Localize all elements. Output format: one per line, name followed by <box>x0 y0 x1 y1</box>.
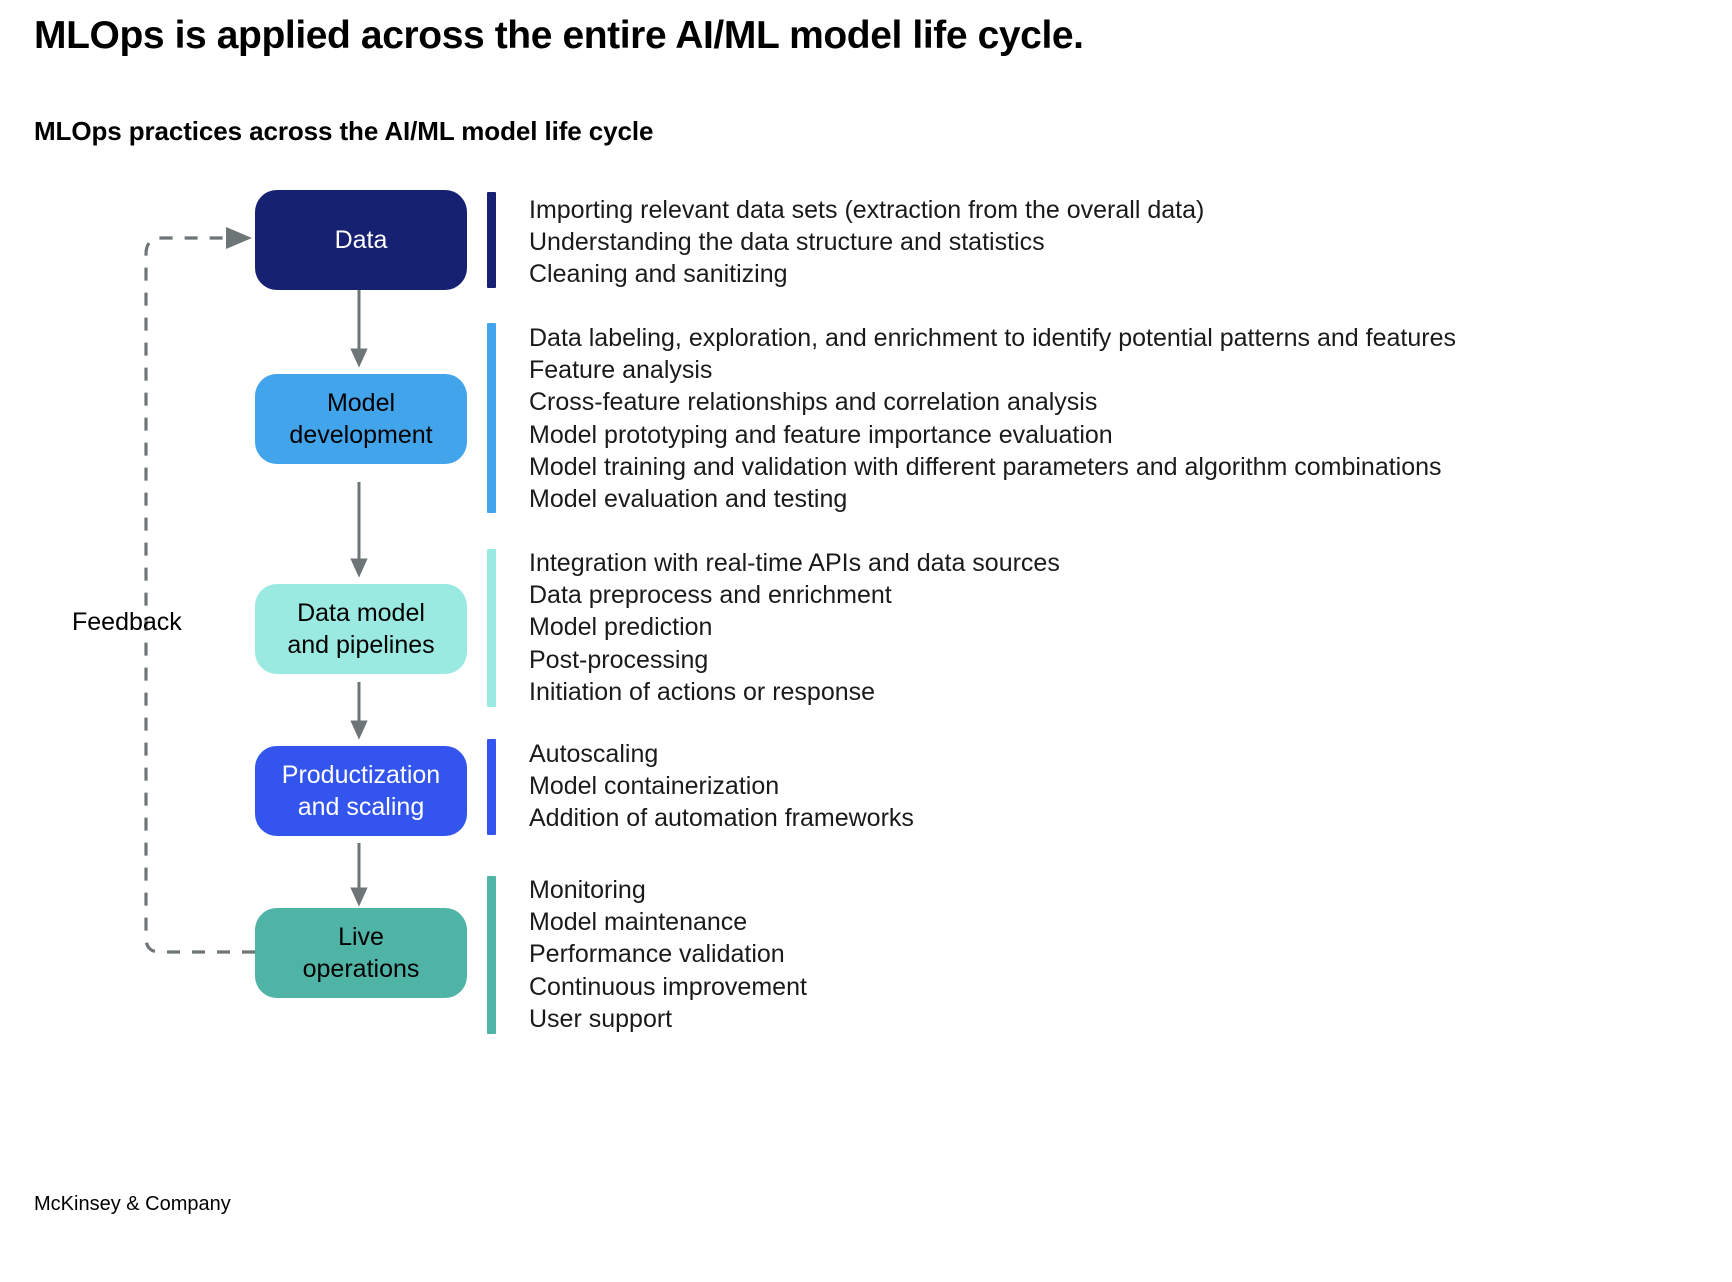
feedback-arrowhead <box>226 227 252 249</box>
stage-item: Data preprocess and enrichment <box>529 581 892 610</box>
stage-item: Model evaluation and testing <box>529 485 848 514</box>
stage-item: Model prediction <box>529 613 713 642</box>
stage-item: Model containerization <box>529 772 780 801</box>
stage-item: Monitoring <box>529 876 646 904</box>
page-title: MLOps is applied across the entire AI/ML… <box>34 14 1084 57</box>
stage-accent-bar-model-development <box>487 323 496 513</box>
stage-items-productization-scaling: Autoscaling Model containerization Addit… <box>529 738 914 835</box>
stage-box-label: Data model and pipelines <box>287 598 435 660</box>
stage-box-label: Live operations <box>302 922 420 984</box>
stage-item: Integration with real-time APIs and data… <box>529 549 1060 577</box>
stage-items-model-development: Data labeling, exploration, and enrichme… <box>529 322 1456 515</box>
exhibit-subtitle: MLOps practices across the AI/ML model l… <box>34 116 654 146</box>
stage-item: Importing relevant data sets (extraction… <box>529 196 1205 224</box>
stage-accent-bar-data <box>487 192 496 288</box>
stage-box-label: Data <box>334 225 388 254</box>
stage-items-data: Importing relevant data sets (extraction… <box>529 194 1204 291</box>
stage-item: Continuous improvement <box>529 972 807 1001</box>
stage-item: Feature analysis <box>529 356 713 385</box>
stage-box-label: Productization and scaling <box>281 760 441 822</box>
stage-item: Initiation of actions or response <box>529 677 876 706</box>
stage-item: Model training and validation with diffe… <box>529 452 1442 481</box>
stage-accent-bar-live-operations <box>487 876 496 1034</box>
stage-item: Autoscaling <box>529 740 659 768</box>
stage-box-productization-scaling[interactable]: Productization and scaling <box>255 746 467 836</box>
stage-items-data-model-pipelines: Integration with real-time APIs and data… <box>529 547 1060 708</box>
stage-item: Cleaning and sanitizing <box>529 260 788 289</box>
stage-item: Understanding the data structure and sta… <box>529 228 1045 257</box>
stage-box-data[interactable]: Data <box>255 190 467 290</box>
stage-item: Model prototyping and feature importance… <box>529 420 1113 449</box>
stage-box-data-model-pipelines[interactable]: Data model and pipelines <box>255 584 467 674</box>
stage-item: Cross-feature relationships and correlat… <box>529 388 1098 417</box>
stage-items-live-operations: Monitoring Model maintenance Performance… <box>529 874 807 1035</box>
stage-item: Model maintenance <box>529 908 748 937</box>
source-footer: McKinsey & Company <box>34 1193 231 1215</box>
stage-item: Post-processing <box>529 645 709 674</box>
stage-item: Addition of automation frameworks <box>529 804 914 833</box>
stage-accent-bar-data-model-pipelines <box>487 549 496 707</box>
stage-box-model-development[interactable]: Model development <box>255 374 467 464</box>
feedback-label: Feedback <box>72 608 182 636</box>
stage-item: Data labeling, exploration, and enrichme… <box>529 324 1456 352</box>
feedback-loop-arrow <box>144 236 255 954</box>
stage-item: User support <box>529 1004 673 1033</box>
stage-item: Performance validation <box>529 940 785 969</box>
stage-accent-bar-productization-scaling <box>487 739 496 835</box>
stage-box-label: Model development <box>289 388 433 450</box>
stage-box-live-operations[interactable]: Live operations <box>255 908 467 998</box>
